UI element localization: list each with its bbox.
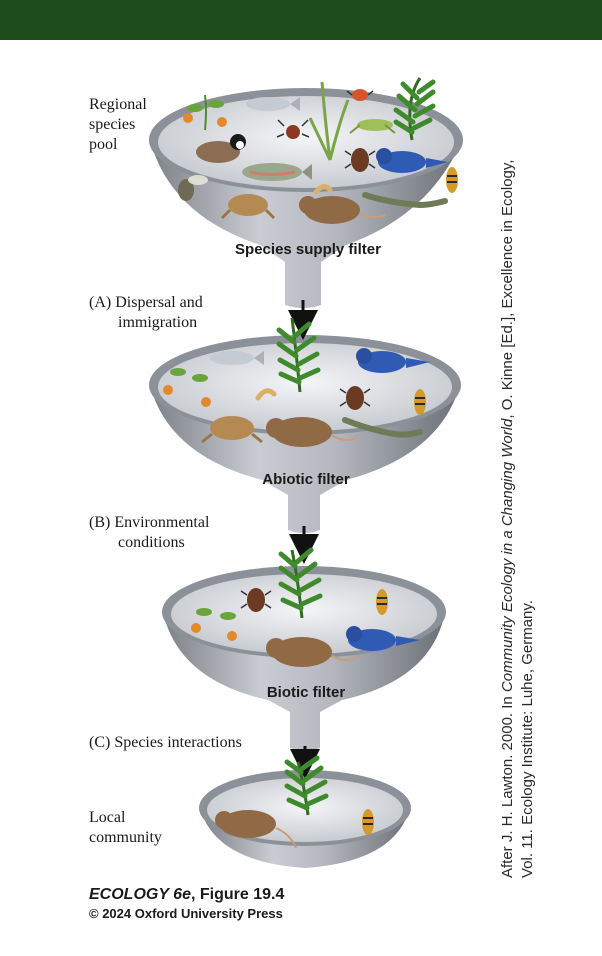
mouse-icon: [266, 417, 359, 447]
label-line: (A) Dispersal and: [89, 294, 203, 311]
grass-icon: [308, 81, 350, 161]
larva-icon: [255, 388, 277, 401]
lizard-icon: [362, 192, 448, 209]
citation-line-1: After J. H. Lawton. 2000. In Community E…: [498, 88, 518, 878]
environmental-label: (B) Environmental conditions: [89, 513, 209, 553]
fly-icon: [178, 175, 208, 201]
beetle-icon: [339, 386, 371, 410]
label-line: pool: [89, 136, 118, 153]
fish-icon: [246, 97, 300, 111]
figure-number: , Figure 19.4: [190, 886, 285, 903]
species-interactions-label: (C) Species interactions: [89, 733, 242, 753]
wasp-icon: [446, 167, 458, 193]
bird-chickadee-icon: [196, 134, 246, 163]
lizard-icon: [342, 417, 423, 438]
citation-book: Community Ecology in a Changing World: [499, 418, 516, 693]
header-bar: [0, 0, 602, 40]
label-line: (C) Species interactions: [89, 734, 242, 751]
grasshopper-icon: [349, 119, 396, 134]
bunting-icon: [356, 348, 430, 373]
label-line: conditions: [118, 534, 185, 551]
citation-text: After J. H. Lawton. 2000. In: [499, 692, 516, 878]
beetle-icon: [344, 148, 376, 172]
copyright: © 2024 Oxford University Press: [89, 906, 283, 921]
figure-credit: ECOLOGY 6e, Figure 19.4 © 2024 Oxford Un…: [89, 885, 284, 923]
fern-icon: [393, 77, 436, 141]
wasp-icon: [414, 389, 426, 415]
bunting-icon: [346, 626, 420, 651]
species-supply-filter-label: Species supply filter: [235, 241, 381, 258]
label-line: species: [89, 116, 136, 133]
label-line: community: [89, 829, 162, 846]
source-citation: After J. H. Lawton. 2000. In Community E…: [498, 88, 538, 878]
spider-icon: [276, 119, 310, 139]
mouse-icon: [266, 637, 359, 667]
biotic-filter-label: Biotic filter: [267, 684, 346, 701]
label-line: Local: [89, 809, 126, 826]
regional-species-pool-label: Regional species pool: [89, 95, 147, 155]
larva-icon: [313, 184, 333, 195]
beetle-icon: [240, 588, 272, 612]
mouse-icon: [215, 810, 297, 849]
local-community-label: Local community: [89, 808, 162, 848]
label-line: Regional: [89, 96, 147, 113]
frog-icon: [201, 416, 263, 444]
citation-line-2: Vol. 11. Ecology Institute: Luhe, German…: [519, 600, 536, 878]
fern-icon: [278, 547, 323, 619]
bunting-icon: [376, 148, 448, 173]
dispersal-label: (A) Dispersal and immigration: [89, 293, 203, 333]
frog-icon: [220, 194, 276, 220]
wasp-icon: [362, 809, 374, 835]
mouse-icon: [299, 196, 387, 224]
trout-icon: [242, 163, 312, 181]
figure-caption: ECOLOGY 6e, Figure 19.4: [89, 885, 284, 905]
ladybug-icon: [346, 89, 374, 101]
wasp-icon: [376, 589, 388, 615]
flower-icon: [191, 608, 237, 641]
book-title: ECOLOGY 6e: [89, 886, 191, 903]
label-line: immigration: [118, 314, 198, 331]
flower-icon: [183, 94, 227, 131]
label-line: (B) Environmental: [89, 514, 210, 531]
abiotic-filter-label: Abiotic filter: [262, 471, 350, 488]
citation-text: , O. Kinne [Ed.], Excellence in Ecology,: [499, 159, 516, 419]
fern-icon: [284, 755, 329, 816]
fish-icon: [210, 351, 264, 365]
flower-icon: [163, 368, 211, 407]
fern-icon: [276, 317, 321, 393]
